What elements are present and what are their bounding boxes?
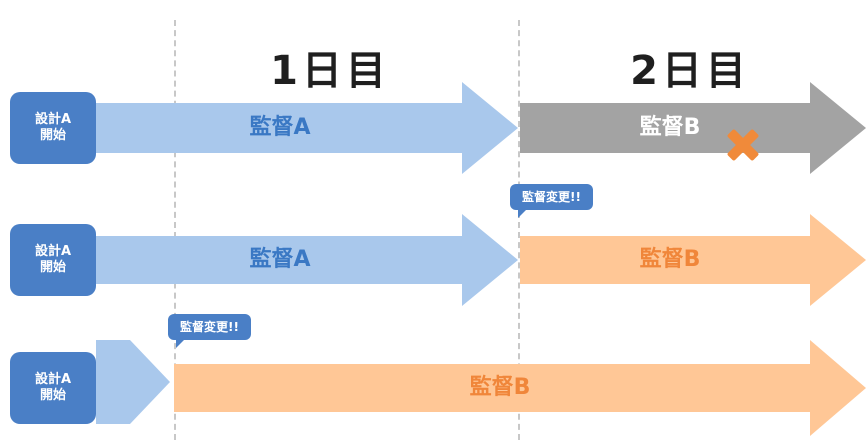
row2-callout-text: 監督変更!! bbox=[522, 190, 581, 204]
row2-callout-tail bbox=[518, 208, 528, 218]
row3-label: 設計A 開始 bbox=[10, 352, 96, 424]
row1-label: 設計A 開始 bbox=[10, 92, 96, 164]
row1-gray-arrow bbox=[520, 82, 866, 174]
row2-callout: 監督変更!! bbox=[510, 184, 593, 218]
row3-callout-text: 監督変更!! bbox=[180, 320, 239, 334]
row3-callout-tail bbox=[176, 338, 186, 348]
row3-orange-arrow bbox=[174, 340, 866, 436]
row1-arrow2-text: 監督B bbox=[639, 115, 701, 140]
row2-label: 設計A 開始 bbox=[10, 224, 96, 296]
row1-arrow1-text: 監督A bbox=[249, 115, 311, 140]
day1-header: 1日目 bbox=[270, 48, 390, 94]
row3-arrow2-text: 監督B bbox=[469, 375, 531, 400]
row3-callout: 監督変更!! bbox=[168, 314, 251, 348]
day2-header: 2日目 bbox=[630, 48, 750, 94]
divider-start bbox=[174, 20, 176, 440]
x-mark-icon bbox=[727, 129, 759, 161]
row1-blue-arrow bbox=[96, 82, 518, 174]
divider-day2 bbox=[518, 20, 520, 440]
row3-blue-pointer bbox=[96, 340, 170, 424]
row2-arrow2-text: 監督B bbox=[639, 247, 701, 272]
row2-orange-arrow bbox=[520, 214, 866, 306]
row2-arrow1-text: 監督A bbox=[249, 247, 311, 272]
row2-blue-arrow bbox=[96, 214, 518, 306]
